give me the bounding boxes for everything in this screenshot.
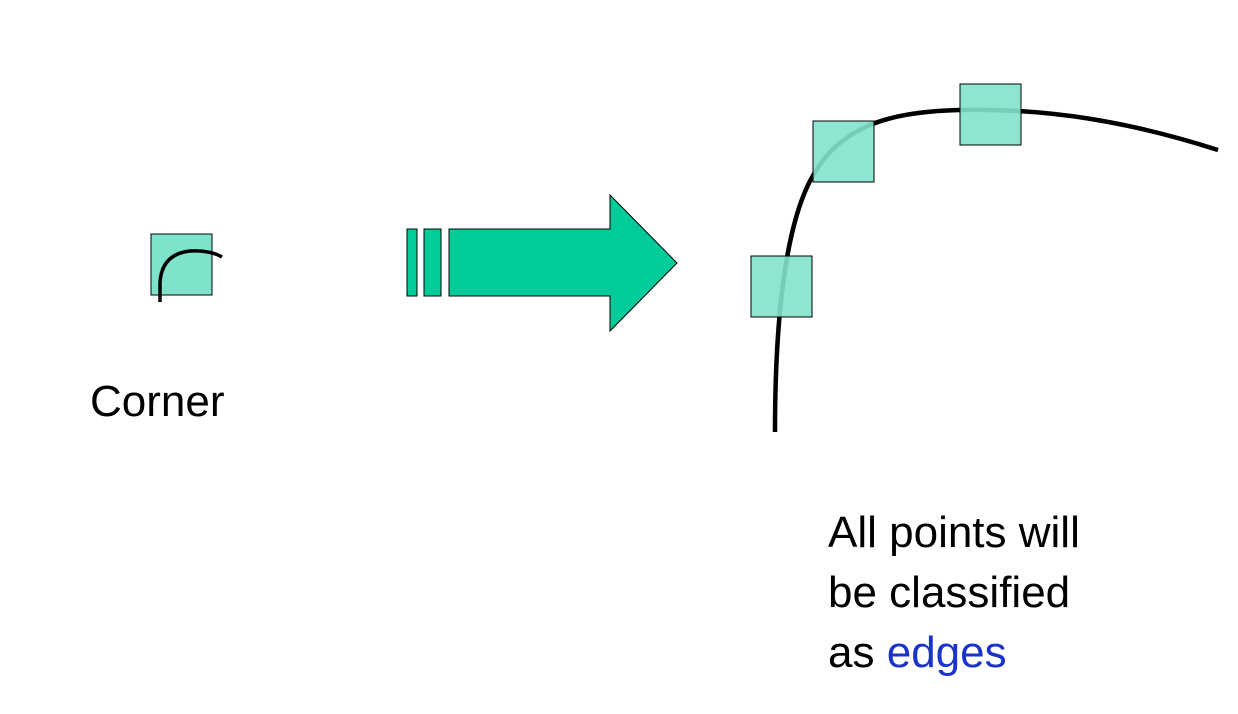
corner-curve <box>158 249 223 302</box>
arrow-stripe-2 <box>423 228 442 297</box>
caption-highlight-edges: edges <box>886 628 1007 677</box>
corner-label: Corner <box>90 377 225 426</box>
caption-prefix: as <box>828 628 875 677</box>
scaled-corner <box>750 83 1219 433</box>
caption: All points will be classified as edges <box>828 503 1080 683</box>
edge-window-lower <box>750 255 813 318</box>
edge-window-middle <box>812 120 875 183</box>
arrow-stripe-1 <box>406 228 418 297</box>
caption-line-3: as edges <box>828 623 1080 683</box>
caption-line-1: All points will <box>828 508 1080 557</box>
corner-example <box>150 233 223 302</box>
scale-arrow <box>406 193 678 333</box>
edge-window-top <box>959 83 1022 146</box>
arrow-head-body <box>448 193 678 333</box>
caption-line-2: be classified <box>828 568 1071 617</box>
